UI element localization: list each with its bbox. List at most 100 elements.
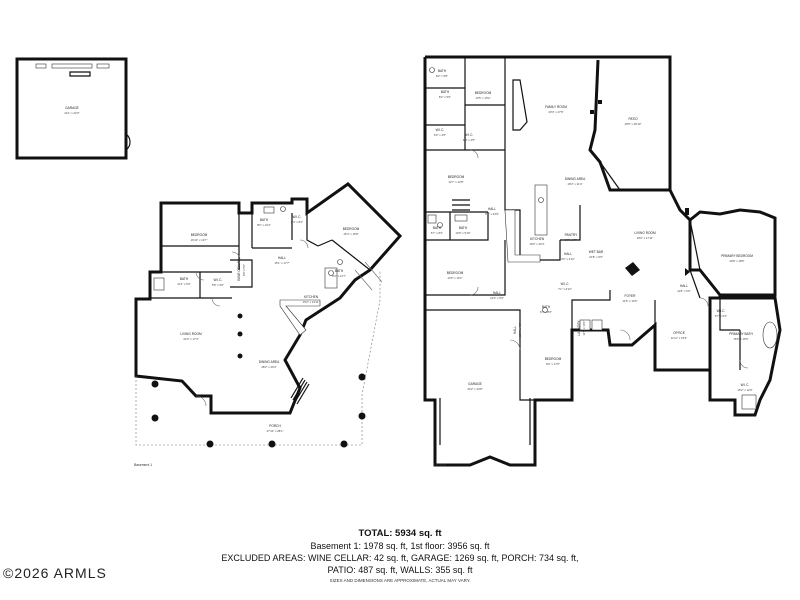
garage-fixture [96, 63, 110, 69]
room-label-name: LIVING ROOM [634, 231, 656, 235]
room-label-dims: 20'8" x 18'6" [729, 259, 744, 263]
basement-level-label: Basement 1 [134, 463, 152, 467]
toilet-icon [429, 67, 435, 73]
porch-boundary [135, 270, 381, 446]
room-label-dims: 15'6" x 16'5" [733, 337, 748, 341]
kitchen-island [534, 184, 548, 236]
room-label-name: W.I.C. [214, 278, 223, 282]
watermark-text: 2026 ARMLS [14, 565, 107, 581]
door-swing-icon [231, 251, 241, 261]
garage-room-name: GARAGE [65, 106, 79, 110]
garage-door-swing [125, 133, 131, 151]
room-label-dims: 8'9" x 5'6" [242, 264, 246, 276]
column-icon [685, 268, 690, 276]
room-label-dims: 8'4" x 8'4" [291, 220, 303, 224]
room-label-dims: 11'2" x 5'0" [177, 282, 191, 286]
basement-diagonal-door [354, 261, 383, 291]
toilet-icon [337, 259, 343, 265]
room-label-name: BATH [441, 90, 450, 94]
room-label-dims: 6'0" x 4'5" [434, 133, 446, 137]
porch-columns [151, 313, 366, 448]
room-label-name: PRIMARY BEDROOM [721, 254, 753, 258]
room-label-dims: 3'0" x 4'10" [561, 257, 575, 261]
column-icon [237, 353, 243, 359]
room-label-dims: 8'7" x 33'9" [485, 212, 499, 216]
room-label-dims: 13'5" x 16'1" [447, 276, 462, 280]
room-label-dims: 16'10" x 13'7" [191, 238, 208, 242]
room-label-dims: 8'3" x 17'5" [546, 362, 560, 366]
room-label-name: W.I.C. [717, 309, 726, 313]
room-label-name: HALL [493, 291, 501, 295]
dryer-icon [591, 319, 603, 331]
room-label-dims: 9'4" x 14'7" [332, 274, 346, 278]
room-label-name: LIVING ROOM [180, 332, 202, 336]
garage-door-tracks [439, 398, 531, 445]
door-swing-icon [469, 149, 479, 159]
room-label-name: HALL [680, 284, 688, 288]
column-icon [340, 440, 348, 448]
copyright-watermark: ©2026 ARMLS [3, 565, 107, 581]
primary-bedroom-walls [689, 208, 777, 297]
basement-plan: BEDROOM 16'10" x 13'7" BATH 8'0" x 10'2"… [134, 182, 403, 467]
first-floor-interior-walls [425, 57, 741, 401]
room-label-dims: 5'7" x 8'2" [431, 231, 443, 235]
family-room-built-in [512, 79, 528, 131]
excluded-areas: EXCLUDED AREAS: WINE CELLAR: 42 sq. ft, … [221, 553, 579, 563]
room-label-name: BATH [180, 277, 189, 281]
room-label-dims: 11'5" x 10'1" [582, 320, 586, 335]
first-floor-patio-walls [425, 55, 672, 192]
column-icon [685, 208, 689, 215]
room-label-name: FOYER [625, 294, 637, 298]
column-icon [237, 313, 243, 319]
room-label-name: W.I.C. [436, 128, 445, 132]
room-label-name: PANTRY [565, 233, 579, 237]
room-label-dims: 18'5" x 26'10" [625, 122, 642, 126]
toilet-icon [542, 307, 548, 313]
column-icon [590, 110, 594, 114]
room-label-dims: 12'7" x 12'8" [448, 180, 463, 184]
door-swing-icon [469, 286, 479, 296]
room-label-name: LAUNDRY [577, 320, 581, 336]
room-label-name: KITCHEN [304, 295, 319, 299]
room-label-dims: 20'3" x 27'8" [548, 110, 563, 114]
room-label-dims: 5'8" x 5'7" [565, 238, 577, 242]
first-floor-plan: BATH 8'2" x 5'8" BATH 8'2" x 5'0" BEDROO… [423, 55, 782, 467]
room-label-name: BEDROOM [448, 175, 465, 179]
column-icon [358, 373, 366, 381]
room-label-name: HALL [278, 256, 286, 260]
column-icon [268, 440, 276, 448]
basement-outer-walls [134, 182, 403, 415]
toilet-icon [437, 222, 443, 228]
door-swing-icon [699, 297, 709, 307]
door-swing-icon [739, 359, 749, 369]
room-label-dims: 18'2" x 11'4" [567, 182, 582, 186]
room-label-dims: 6'4" x 4'5" [463, 138, 475, 142]
room-label-name: W.I.C. [561, 282, 570, 286]
basement-interior-walls [150, 203, 371, 299]
primary-bath-walls [708, 296, 782, 417]
column-icon [358, 412, 366, 420]
door-swing-icon [299, 239, 309, 249]
garage-room-dims: 24'1" x 22'0" [64, 111, 79, 115]
room-label-name: PRIMARY BATH [729, 332, 753, 336]
fireplace-icon [625, 262, 640, 276]
column-icon [151, 414, 159, 422]
room-label-dims: 6'7" x 8'0" [540, 310, 552, 314]
bathtub-icon [762, 321, 778, 349]
room-label-name: DINING AREA [565, 177, 586, 181]
garage-fixture [35, 63, 47, 69]
room-label-dims: 47'10" x 28'1" [267, 429, 284, 433]
room-label-dims: 11'6" x 14'6" [622, 299, 637, 303]
room-label-name: PORCH [269, 424, 281, 428]
washer-icon [579, 319, 591, 331]
room-label-name: KITCHEN [530, 237, 545, 241]
room-label-dims: 15'1" x 17'7" [274, 261, 289, 265]
door-swing-icon [619, 329, 631, 341]
room-label-dims: 8'2" x 5'8" [436, 74, 448, 78]
room-label-dims: 18'0" x 17'11" [637, 236, 654, 240]
room-label-name: BATH [260, 218, 269, 222]
room-label-name: WINE CELLAR [237, 258, 241, 280]
column-icon [151, 380, 159, 388]
kitchen-counter [504, 209, 541, 263]
door-swing-icon [509, 339, 521, 351]
